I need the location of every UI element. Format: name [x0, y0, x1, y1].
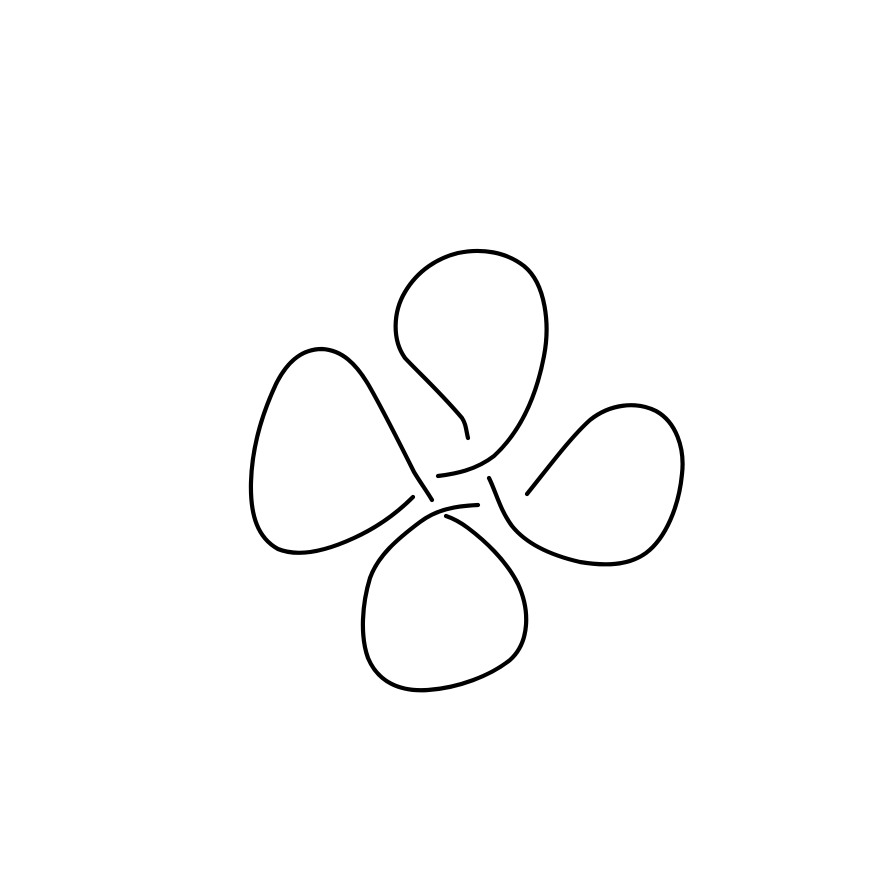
right-lobe-strand — [486, 403, 685, 567]
left-lobe-strand — [248, 346, 435, 555]
bottom-lobe-strand — [360, 502, 529, 693]
top-lobe-strand — [393, 248, 549, 479]
